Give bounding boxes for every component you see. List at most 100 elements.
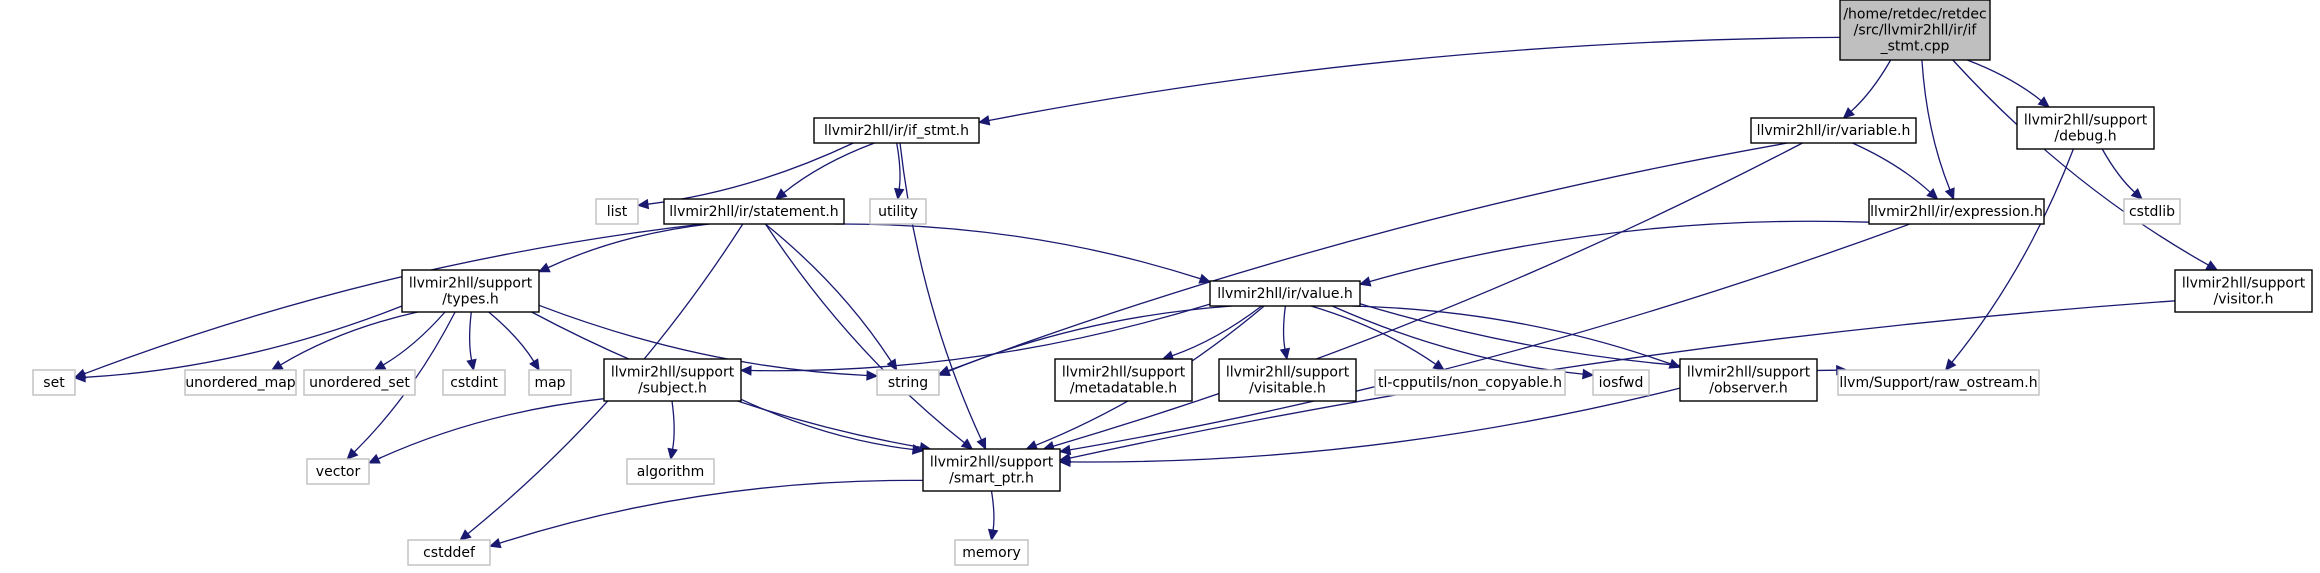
node-label: map bbox=[534, 375, 565, 391]
edge-subject-to-smart_ptr bbox=[740, 398, 914, 451]
node-label: llvmir2hll/ir/if_stmt.h bbox=[824, 123, 969, 139]
node-debug[interactable]: llvmir2hll/support/debug.h bbox=[2016, 106, 2155, 150]
node-label: /src/llvmir2hll/ir/if bbox=[1854, 23, 1978, 39]
node-label: /home/retdec/retdec bbox=[1843, 7, 1986, 23]
node-visitable[interactable]: llvmir2hll/support/visitable.h bbox=[1218, 358, 1357, 402]
node-root[interactable]: /home/retdec/retdec/src/llvmir2hll/ir/if… bbox=[1839, 0, 1991, 61]
arrowhead bbox=[894, 187, 905, 201]
arrowhead bbox=[987, 528, 999, 542]
node-box bbox=[401, 269, 540, 313]
node-variable[interactable]: llvmir2hll/ir/variable.h bbox=[1750, 117, 1917, 144]
edge-visitor-to-smart_ptr bbox=[1069, 300, 2176, 459]
arrowhead bbox=[976, 437, 987, 451]
edge-root-to-variable bbox=[1850, 59, 1892, 112]
node-box bbox=[954, 539, 1029, 566]
node-unordered-set: unordered_set bbox=[303, 369, 416, 396]
node-label: /metadatable.h bbox=[1070, 381, 1177, 397]
node-label: llvmir2hll/support bbox=[930, 455, 1054, 471]
node-label: set bbox=[43, 375, 65, 391]
edge-if_stmt-to-smart_ptr bbox=[899, 142, 982, 441]
node-box bbox=[1054, 358, 1193, 402]
node-label: llvmir2hll/support bbox=[1226, 365, 1350, 381]
arrowhead bbox=[488, 538, 502, 549]
node-label: _stmt.cpp bbox=[1880, 39, 1950, 55]
node-label: string bbox=[888, 375, 928, 391]
node-value[interactable]: llvmir2hll/ir/value.h bbox=[1209, 280, 1361, 307]
node-box bbox=[306, 458, 370, 485]
edge-value-to-string bbox=[947, 305, 1233, 373]
arrowhead bbox=[1058, 444, 1072, 456]
node-box bbox=[2016, 106, 2155, 150]
arrowhead bbox=[960, 438, 974, 450]
edge-observer-to-smart_ptr bbox=[1069, 387, 1681, 463]
node-label: /debug.h bbox=[2054, 129, 2116, 145]
arrowhead bbox=[866, 370, 879, 381]
node-box bbox=[32, 369, 76, 396]
edge-value-to-iosfwd bbox=[1331, 305, 1584, 375]
node-label: tl-cpputils/non_copyable.h bbox=[1378, 375, 1562, 391]
edge-variable-to-smart_ptr bbox=[1053, 142, 1803, 447]
arrowhead bbox=[367, 453, 381, 464]
node-unordered-map: unordered_map bbox=[184, 369, 297, 396]
node-cstddef: cstddef bbox=[407, 539, 491, 566]
node-label: /types.h bbox=[442, 292, 499, 308]
edge-expression-to-value bbox=[1369, 220, 1870, 283]
node-label: unordered_set bbox=[309, 375, 410, 391]
edge-value-to-subject bbox=[750, 303, 1211, 372]
arrowhead bbox=[1432, 359, 1445, 371]
node-box bbox=[1837, 369, 2040, 396]
edge-types-to-string bbox=[538, 304, 868, 377]
edge-root-to-if_stmt bbox=[988, 36, 1841, 122]
arrowhead bbox=[1279, 347, 1291, 361]
node-raw-ostream: llvm/Support/raw_ostream.h bbox=[1837, 369, 2040, 396]
node-visitor[interactable]: llvmir2hll/support/visitor.h bbox=[2174, 269, 2313, 313]
arrowhead bbox=[1358, 276, 1372, 287]
node-types[interactable]: llvmir2hll/support/types.h bbox=[401, 269, 540, 313]
arrowhead bbox=[346, 447, 359, 460]
node-metadatable[interactable]: llvmir2hll/support/metadatable.h bbox=[1054, 358, 1193, 402]
node-label: /visitable.h bbox=[1249, 381, 1326, 397]
arrowhead bbox=[1842, 107, 1855, 119]
edge-root-to-visitor bbox=[1952, 59, 2209, 266]
node-memory: memory bbox=[954, 539, 1029, 566]
arrowhead bbox=[1668, 358, 1682, 369]
arrowhead bbox=[529, 358, 540, 372]
node-label: llvm/Support/raw_ostream.h bbox=[1839, 375, 2037, 391]
edge-debug-to-raw_ostream bbox=[1951, 148, 2075, 363]
node-label: llvmir2hll/support bbox=[1687, 365, 1811, 381]
edge-statement-to-types bbox=[547, 223, 710, 269]
node-label: llvmir2hll/ir/expression.h bbox=[1870, 204, 2043, 220]
edge-smart_ptr-to-cstddef bbox=[499, 479, 924, 544]
node-label: cstdint bbox=[450, 375, 498, 391]
arrowhead bbox=[1198, 273, 1212, 284]
edge-statement-to-value bbox=[834, 223, 1201, 280]
arrowhead bbox=[667, 447, 678, 461]
node-subject[interactable]: llvmir2hll/support/subject.h bbox=[603, 358, 742, 402]
edge-root-to-expression bbox=[1921, 59, 1951, 190]
arrowhead bbox=[1025, 440, 1039, 450]
node-statement[interactable]: llvmir2hll/ir/statement.h bbox=[663, 198, 845, 225]
edge-statement-to-string bbox=[764, 223, 892, 362]
arrowhead bbox=[1944, 187, 1955, 201]
node-observer[interactable]: llvmir2hll/support/observer.h bbox=[1679, 358, 1818, 402]
edge-root-to-debug bbox=[1966, 59, 2042, 102]
edge-value-to-metadatable bbox=[1171, 305, 1263, 357]
node-if-stmt[interactable]: llvmir2hll/ir/if_stmt.h bbox=[813, 117, 980, 144]
edge-expression-to-smart_ptr bbox=[1069, 223, 1911, 451]
node-smart-ptr[interactable]: llvmir2hll/support/smart_ptr.h bbox=[922, 448, 1061, 492]
arrowhead bbox=[775, 188, 788, 200]
node-label: algorithm bbox=[637, 464, 705, 480]
node-box bbox=[1374, 369, 1566, 396]
node-label: llvmir2hll/support bbox=[1062, 365, 1186, 381]
arrowhead bbox=[636, 198, 650, 210]
edge-subject-to-vector bbox=[377, 398, 605, 460]
edge-smart_ptr-to-memory bbox=[990, 490, 995, 531]
edge-statement-to-set bbox=[84, 223, 703, 375]
node-box bbox=[1839, 0, 1991, 61]
node-algorithm: algorithm bbox=[626, 458, 715, 485]
node-expression[interactable]: llvmir2hll/ir/expression.h bbox=[1868, 198, 2045, 225]
edge-types-to-map bbox=[488, 311, 535, 362]
node-box bbox=[876, 369, 940, 396]
arrowhead bbox=[537, 262, 551, 273]
